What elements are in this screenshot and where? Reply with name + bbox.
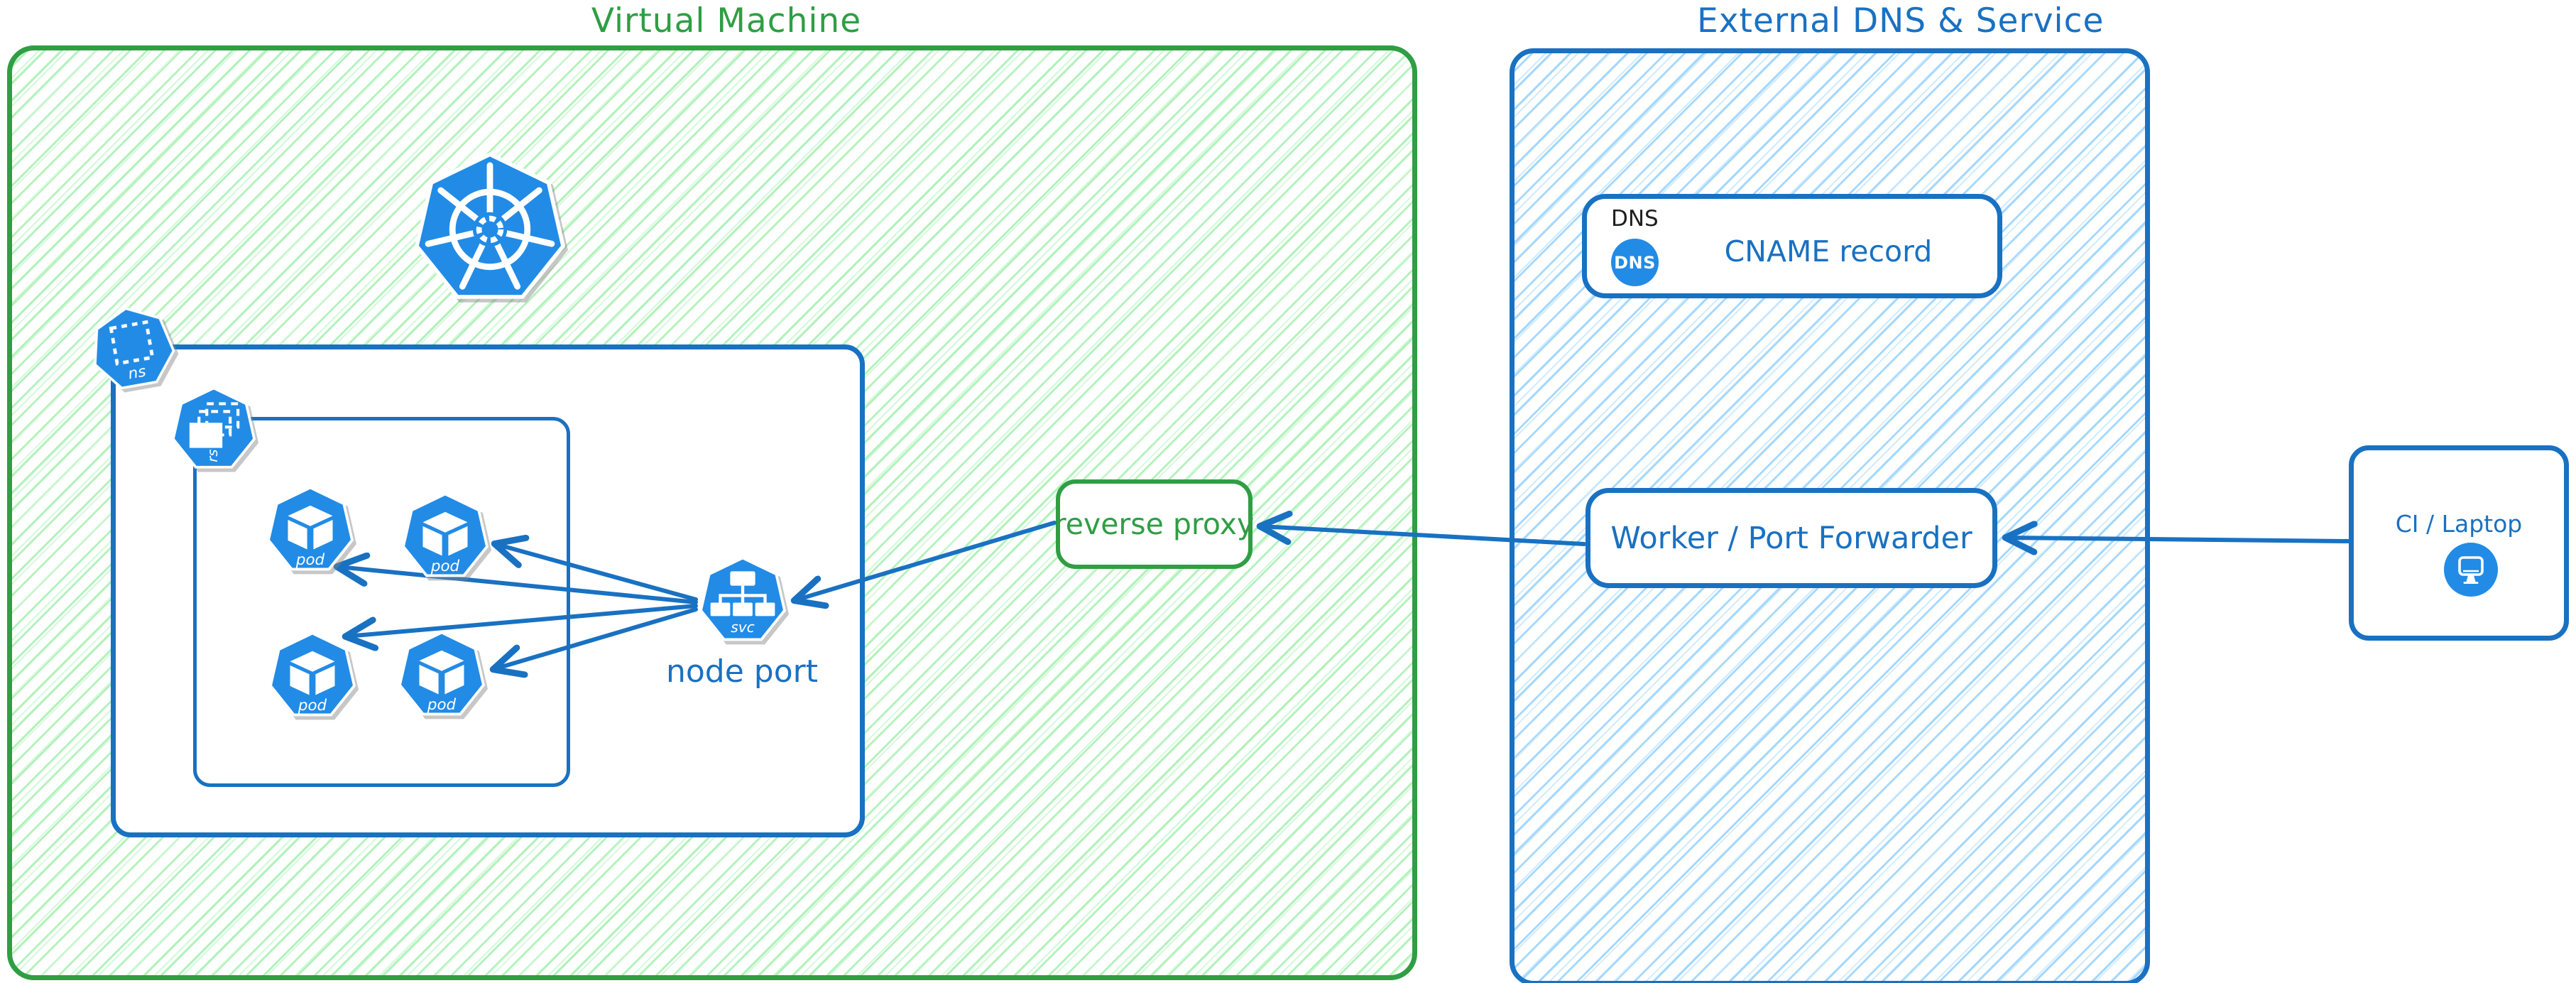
pod-icon: pod [268,631,356,717]
replicaset-icon: rs [171,386,256,469]
service-icon-label: svc [731,619,755,636]
dns-box-label: DNS [1611,206,1659,232]
reverse-proxy-label: reverse proxy [1054,507,1255,541]
pod-icon: pod [398,631,486,716]
dns-record-box: DNS DNS CNAME record [1582,194,2002,298]
kubernetes-logo-icon [415,152,565,299]
external-dns-title: External DNS & Service [1697,1,2105,40]
virtual-machine-title: Virtual Machine [591,1,862,40]
ci-laptop-box: CI / Laptop [2349,445,2569,641]
monitor-icon [2444,543,2498,597]
pod-icon-label: pod [295,551,325,569]
node-port-caption: node port [666,653,818,690]
pod-icon-label: pod [430,558,460,575]
ci-laptop-label: CI / Laptop [2395,510,2523,538]
pod-icon: pod [266,486,354,571]
pod-icon-label: pod [298,697,327,715]
worker-port-forwarder-label: Worker / Port Forwarder [1610,520,1972,556]
namespace-icon: ns [94,307,175,390]
service-icon: svc [699,556,787,641]
worker-port-forwarder-box: Worker / Port Forwarder [1586,488,1997,588]
dns-badge-icon: DNS [1611,239,1659,286]
reverse-proxy-box: reverse proxy [1054,479,1255,569]
namespace-icon-label: ns [127,362,148,383]
pod-icon-label: pod [427,696,457,714]
replicaset-icon-label: rs [204,449,221,462]
cname-record-label: CNAME record [1724,234,1933,268]
pod-icon: pod [401,492,489,577]
dns-badge-label: DNS [1614,252,1656,273]
